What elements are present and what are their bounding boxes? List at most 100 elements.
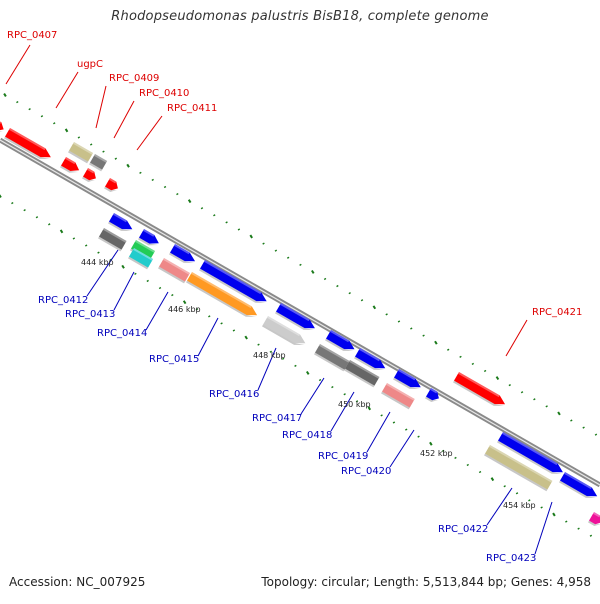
gene-arrow-blue-2-shape	[139, 229, 159, 244]
inner-scale-dot	[146, 279, 149, 283]
gene-label-rpc-0416[interactable]: RPC_0416	[209, 389, 259, 400]
gene-arrow-blue-5[interactable]	[275, 303, 317, 334]
outer-scale-dot	[299, 263, 302, 266]
leader-rpc-0413	[113, 271, 135, 311]
outer-scale-dot	[163, 185, 167, 189]
gene-arrow-blue-6-shadow	[325, 338, 354, 352]
gene-label-rpc-0409[interactable]: RPC_0409	[109, 73, 159, 84]
gene-block-rpc-0418[interactable]	[344, 360, 380, 388]
gene-label-rpc-0420[interactable]: RPC_0420	[341, 466, 391, 477]
gene-arrow-rpc-0407[interactable]	[0, 118, 6, 135]
gene-arrow-ugpc-highlight	[9, 128, 46, 151]
outer-scale-dot	[3, 93, 7, 97]
inner-scale-dot	[552, 512, 556, 517]
gene-label-rpc-0411[interactable]: RPC_0411	[167, 103, 217, 114]
outer-scale-dot	[77, 136, 81, 139]
leader-rpc-0409	[95, 85, 107, 129]
outer-scale-dot	[434, 340, 438, 345]
gene-arrow-rpc-0411-b-highlight	[87, 168, 95, 174]
gene-arrow-blue-9-shape	[426, 388, 439, 401]
gene-arrow-rpc-0411-b[interactable]	[82, 168, 98, 184]
gene-label-rpc-0421[interactable]: RPC_0421	[532, 307, 582, 318]
gene-label-ugpc[interactable]: ugpC	[77, 59, 103, 70]
outer-scale-dot	[422, 334, 425, 337]
tick-label-452-kbp: 452 kbp	[420, 449, 453, 458]
gene-block-rpc-0413-b[interactable]	[128, 248, 154, 270]
gene-label-rpc-0419[interactable]: RPC_0419	[318, 451, 368, 462]
inner-scale-dot	[48, 223, 51, 226]
outer-scale-dot	[53, 122, 56, 125]
outer-scale-dot	[594, 433, 598, 436]
gene-arrow-blue-3[interactable]	[169, 244, 198, 267]
gene-arrow-rpc-0423[interactable]	[559, 472, 600, 502]
outer-scale-dot	[114, 157, 118, 160]
gene-arrow-rpc-0411-c[interactable]	[104, 178, 120, 194]
leader-rpc-0414	[145, 291, 169, 331]
gene-arrow-ugpc[interactable]	[4, 128, 53, 163]
outer-scale-dot	[323, 277, 327, 281]
gene-arrow-blue-1[interactable]	[108, 213, 135, 235]
gene-block-rpc-0410-shadow	[89, 162, 103, 172]
gene-arrow-rpc-0421[interactable]	[453, 372, 508, 410]
gene-arrow-blue-6[interactable]	[325, 330, 357, 355]
gene-arrow-rpc-0415[interactable]	[186, 272, 260, 321]
genome-backbone	[0, 137, 600, 488]
tick-label-444-kbp: 444 kbp	[81, 258, 114, 267]
gene-block-rpc-0413-a-highlight	[135, 240, 156, 253]
gene-arrow-blue-1-highlight	[113, 213, 128, 223]
outer-scale-dot	[360, 299, 364, 302]
gene-arrow-blue-2-highlight	[143, 229, 155, 237]
inner-scale-dot	[35, 216, 39, 219]
inner-scale-dot	[589, 534, 593, 537]
gene-arrow-blue-9-highlight	[430, 388, 438, 394]
gene-label-rpc-0414[interactable]: RPC_0414	[97, 328, 147, 339]
gene-arrow-blue-4[interactable]	[199, 260, 269, 307]
gene-block-rpc-0419-shadow	[381, 391, 410, 410]
gene-arrow-blue-1-shadow	[108, 221, 132, 232]
outer-scale-dot	[446, 348, 450, 351]
gene-arrow-rpc-0423-shape	[560, 472, 598, 497]
gene-block-rpc-0419[interactable]	[381, 383, 415, 410]
gene-label-rpc-0422[interactable]: RPC_0422	[438, 524, 488, 535]
gene-arrow-ugpc-shadow	[4, 136, 50, 159]
gene-arrow-rpc-0422-blue[interactable]	[497, 432, 565, 478]
gene-arrow-pink[interactable]	[588, 512, 600, 528]
gene-block-rpc-0410[interactable]	[89, 154, 108, 172]
gene-block-rpc-0409-shadow	[68, 150, 89, 164]
gene-block-rpc-0409[interactable]	[68, 142, 94, 164]
inner-scale-dot	[121, 264, 125, 269]
outer-scale-dot	[471, 362, 475, 366]
gene-block-rpc-0418-shape	[345, 360, 380, 386]
gene-label-rpc-0417[interactable]: RPC_0417	[252, 413, 302, 424]
gene-label-rpc-0418[interactable]: RPC_0418	[282, 430, 332, 441]
outer-scale-dot	[213, 214, 216, 217]
gene-label-rpc-0423[interactable]: RPC_0423	[486, 553, 536, 564]
outer-scale-dot	[28, 108, 31, 111]
outer-scale-dot	[483, 369, 487, 373]
inner-scale-dot	[417, 435, 420, 438]
gene-block-rpc-0409-highlight	[73, 142, 94, 155]
gene-arrow-rpc-0416[interactable]	[262, 316, 308, 349]
leader-rpc-0411	[136, 115, 163, 151]
outer-scale-dot	[237, 228, 241, 231]
inner-scale-dot	[208, 315, 211, 318]
gene-block-rpc-0414[interactable]	[158, 258, 191, 284]
gene-block-rpc-0417[interactable]	[314, 344, 350, 372]
gene-arrow-rpc-0411-a-shadow	[60, 165, 79, 173]
gene-arrow-blue-7[interactable]	[354, 348, 388, 374]
gene-arrow-blue-8[interactable]	[393, 369, 423, 393]
gene-label-rpc-0407[interactable]: RPC_0407	[7, 30, 57, 41]
gene-arrow-rpc-0411-c-shape	[105, 178, 118, 191]
gene-label-rpc-0412[interactable]: RPC_0412	[38, 295, 88, 306]
inner-scale-dot	[405, 428, 408, 431]
gene-arrow-rpc-0411-a[interactable]	[60, 157, 82, 176]
inner-scale-dot	[195, 308, 199, 311]
gene-label-rpc-0415[interactable]: RPC_0415	[149, 354, 199, 365]
gene-label-rpc-0413[interactable]: RPC_0413	[65, 309, 115, 320]
gene-block-rpc-0422[interactable]	[484, 445, 553, 492]
inner-scale-dot	[220, 322, 223, 325]
gene-block-rpc-0412[interactable]	[98, 228, 127, 252]
gene-label-rpc-0410[interactable]: RPC_0410	[139, 88, 189, 99]
gene-arrow-blue-9[interactable]	[425, 388, 441, 404]
gene-arrow-blue-2[interactable]	[138, 229, 161, 249]
